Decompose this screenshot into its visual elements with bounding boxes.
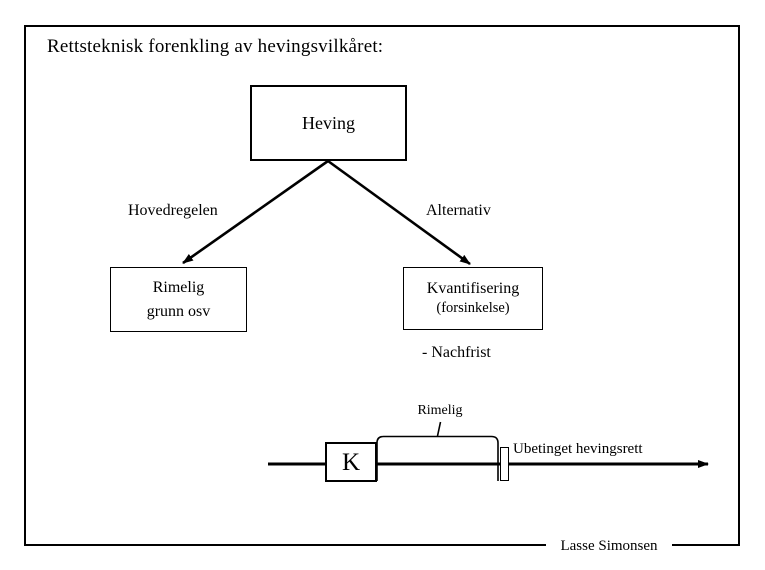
brace-label-rimelig: Rimelig (417, 403, 463, 418)
arrow-label-ubetinget: Ubetinget hevingsrett (513, 441, 643, 457)
leaf-node-line2: (forsinkelse) (436, 300, 510, 317)
branch-line-left (182, 159, 329, 265)
contract-box-k: K (325, 442, 377, 482)
leaf-node-rimelig-grunn: Rimelig grunn osv (110, 267, 247, 332)
branch-label-alternativ: Alternativ (426, 202, 491, 219)
root-node-heving: Heving (250, 85, 407, 161)
leaf-node-line1: Rimelig (152, 279, 205, 297)
brace-pointer-tick (436, 421, 442, 437)
branch-line-right (327, 159, 471, 266)
root-node-label: Heving (302, 112, 355, 133)
leaf-node-line2: grunn osv (146, 302, 211, 320)
timeline-tick-bar (500, 447, 509, 481)
nachfrist-note: - Nachfrist (422, 344, 491, 361)
rimelig-brace (376, 435, 499, 481)
footer-credit: Lasse Simonsen (546, 534, 672, 558)
leaf-node-line1: Kvantifisering (426, 280, 520, 298)
branch-label-hovedregelen: Hovedregelen (128, 202, 218, 219)
leaf-node-kvantifisering: Kvantifisering (forsinkelse) (403, 267, 543, 330)
slide-title: Rettsteknisk forenkling av hevingsvilkår… (47, 36, 384, 57)
contract-box-label: K (341, 448, 361, 476)
slide-border (24, 25, 740, 546)
